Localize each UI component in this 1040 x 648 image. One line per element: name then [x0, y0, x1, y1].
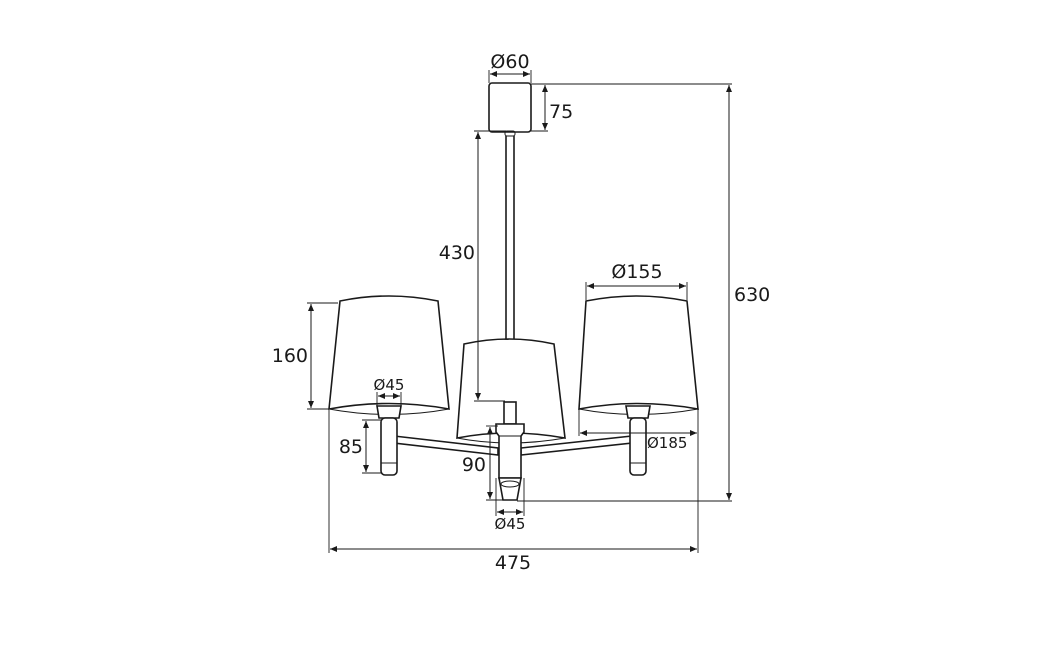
center-shade	[456, 338, 566, 444]
label-total-width: 475	[495, 552, 531, 574]
label-holder-height: 85	[339, 436, 363, 458]
center-body	[495, 401, 525, 501]
label-shade-height: 160	[272, 345, 308, 367]
label-canopy-diameter: Ø60	[490, 51, 529, 73]
dimension-lines	[307, 70, 732, 553]
label-canopy-height: 75	[549, 101, 573, 123]
lamp-outline	[328, 82, 699, 501]
label-shade-bottom-diameter: Ø185	[647, 434, 687, 452]
dimension-labels: Ø60 75 430 630 Ø155 160 Ø45 Ø185 85 90 Ø…	[272, 51, 771, 574]
label-center-body-height: 90	[462, 454, 486, 476]
ceiling-canopy	[488, 82, 532, 137]
left-shade	[328, 295, 450, 476]
label-shade-top-diameter: Ø155	[611, 261, 662, 283]
label-total-height: 630	[734, 284, 770, 306]
label-holder-diameter: Ø45	[374, 376, 405, 394]
label-rod-length: 430	[439, 242, 475, 264]
label-center-body-diameter: Ø45	[495, 515, 526, 533]
